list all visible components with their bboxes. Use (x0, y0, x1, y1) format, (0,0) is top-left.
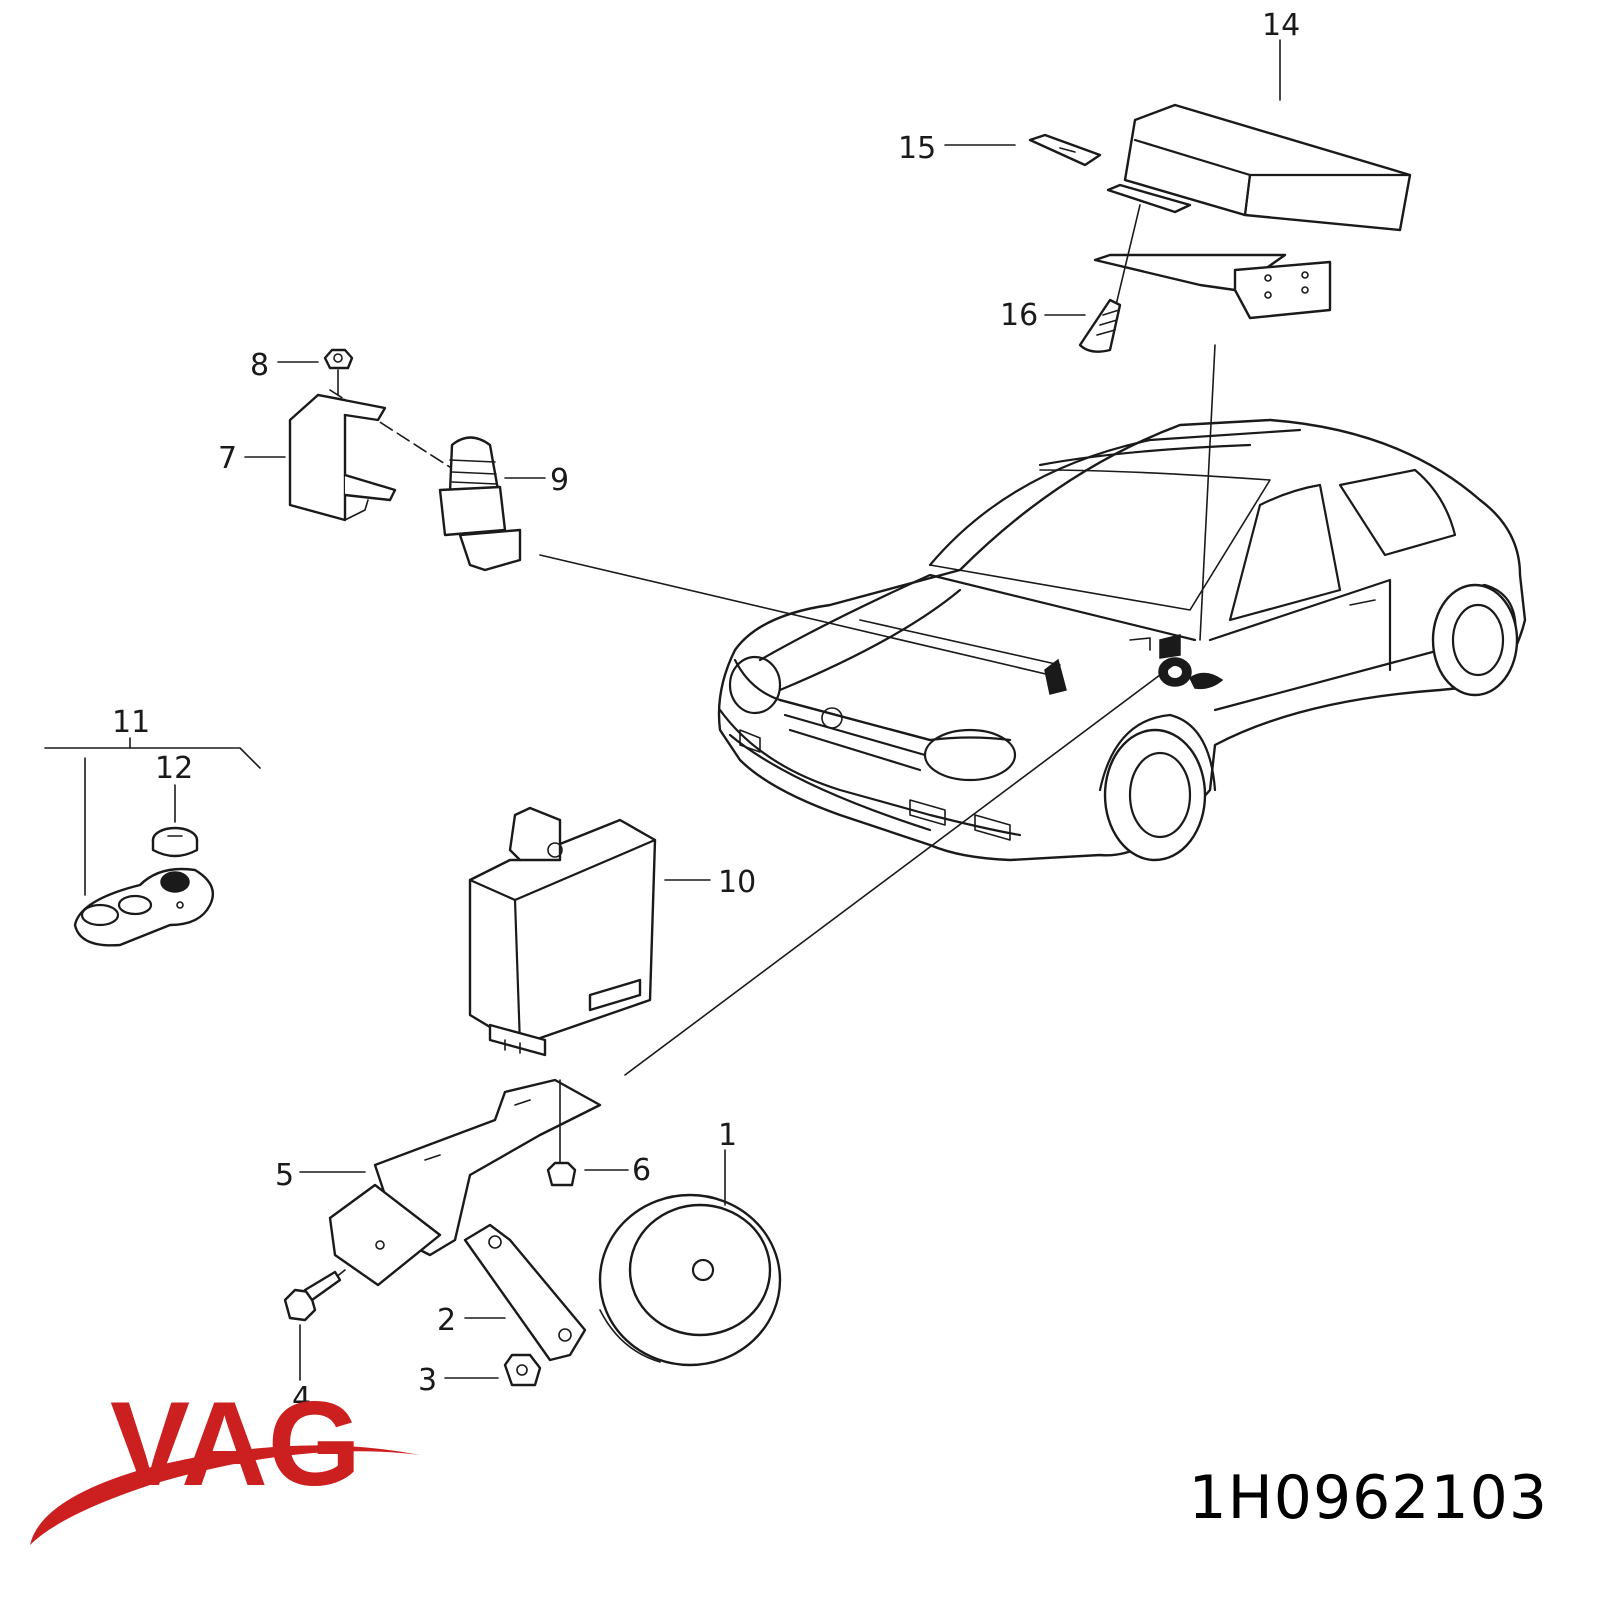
part-5-bracket (328, 1078, 602, 1287)
callout-7: 7 (218, 441, 237, 476)
callout-numbers: 14 15 16 8 7 9 11 12 10 1 5 6 2 3 4 (112, 8, 1300, 1416)
callout-12: 12 (155, 751, 193, 786)
callout-14: 14 (1262, 8, 1300, 43)
part-4-screw (283, 1269, 346, 1322)
callout-6: 6 (632, 1153, 651, 1188)
part-1-horn (598, 1193, 782, 1367)
callout-1: 1 (718, 1118, 737, 1153)
callout-16: 16 (1000, 298, 1038, 333)
callout-2: 2 (437, 1303, 456, 1338)
car-illustration (717, 418, 1527, 862)
part-11-key-remote (73, 867, 215, 947)
callout-4: 4 (292, 1381, 311, 1416)
part-3-nut (503, 1353, 542, 1387)
callout-10: 10 (718, 865, 756, 900)
callout-8: 8 (250, 348, 269, 383)
part-7-bracket (288, 393, 397, 522)
callout-5: 5 (275, 1158, 294, 1193)
part-8-nut (323, 348, 354, 396)
callout-11: 11 (112, 705, 150, 740)
part-14-control-module (1123, 103, 1412, 232)
part-16-bracket (1093, 204, 1332, 331)
part-6-nut (546, 1161, 577, 1187)
part-number: 1H0962103 (1188, 1463, 1548, 1533)
vag-logo: VAG (30, 1377, 420, 1545)
part-15-clip (1028, 133, 1192, 214)
callout-3: 3 (418, 1363, 437, 1398)
part-12-battery (151, 826, 199, 858)
callout-15: 15 (898, 131, 936, 166)
callout-leaders (244, 39, 1281, 1381)
part-2-strap (463, 1223, 587, 1362)
logo-swoosh (30, 1445, 420, 1545)
part-9-sensor (438, 436, 522, 572)
logo-text: VAG (110, 1377, 361, 1511)
part-16-screw (1078, 298, 1122, 353)
part-11-12-bracket-line (44, 737, 261, 896)
part-10-control-unit (468, 806, 657, 1057)
callout-9: 9 (550, 463, 569, 498)
